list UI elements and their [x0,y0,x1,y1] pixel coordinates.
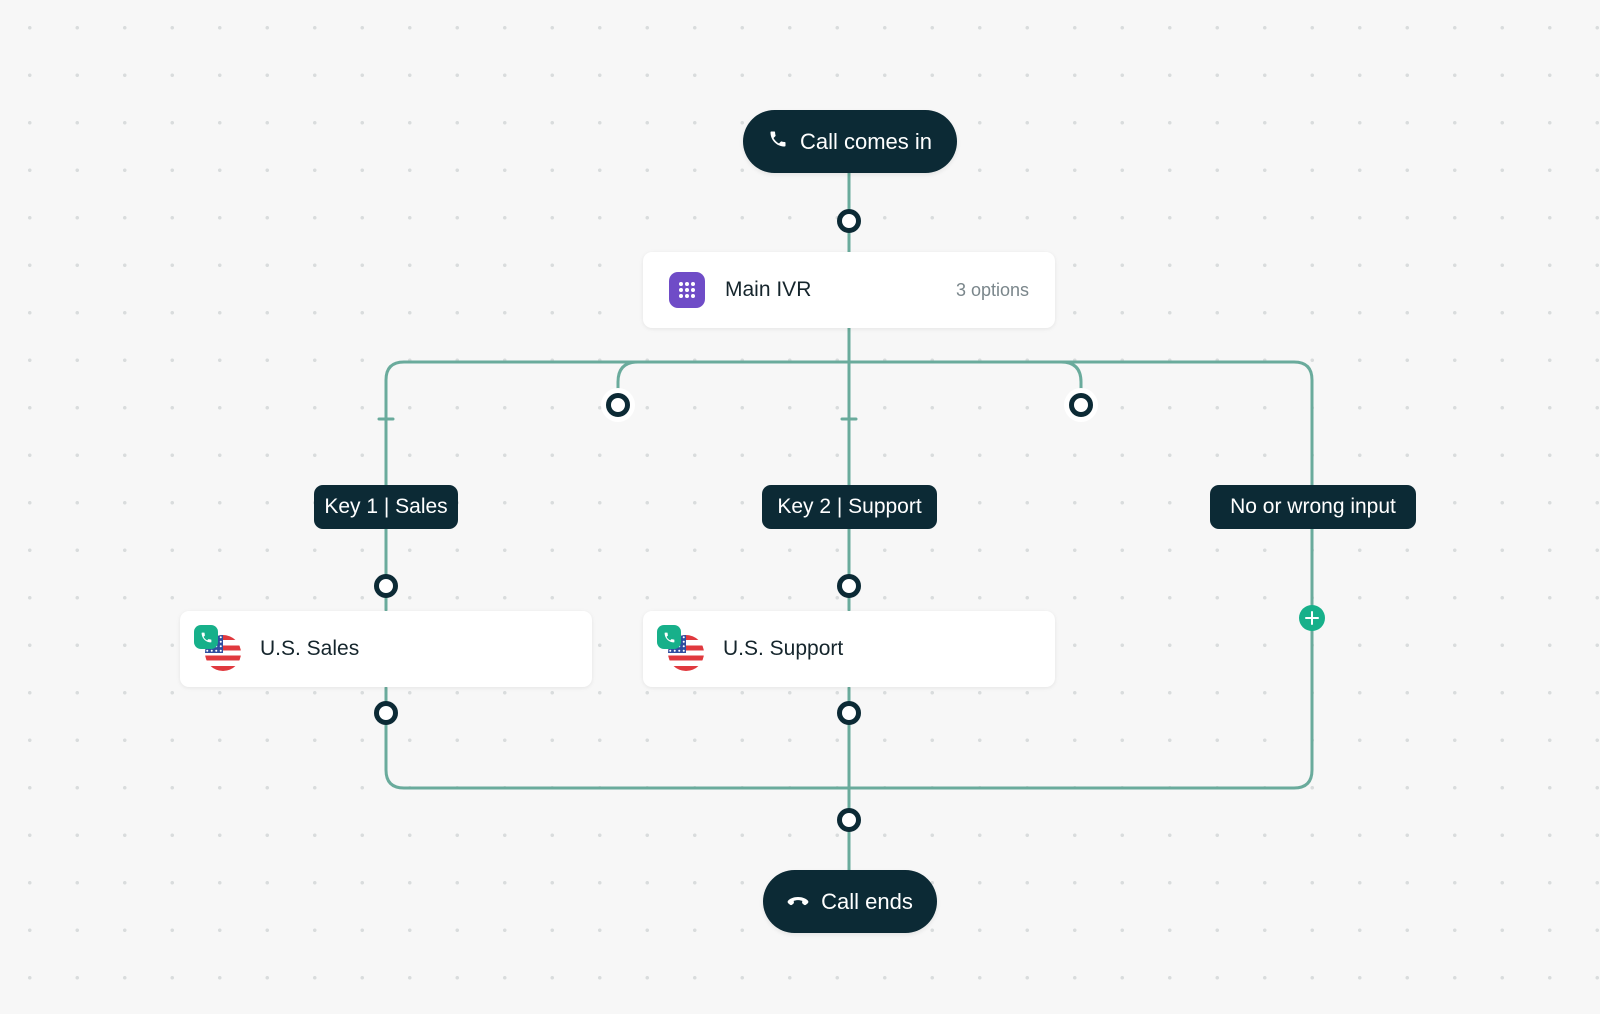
call-ends-node[interactable]: Call ends [763,870,937,933]
main-ivr-node[interactable]: Main IVR 3 options [643,252,1055,328]
connector-branch-left [384,360,1314,612]
branch-label-text: Key 2 | Support [777,495,922,518]
phone-badge-icon [657,625,681,649]
us-flag-icon [192,625,242,673]
hang-up-icon [787,889,809,915]
add-action-button[interactable] [1299,605,1325,631]
us-support-node[interactable]: U.S. Support [643,611,1055,687]
ivr-options-count: 3 options [955,279,1029,300]
us-support-title: U.S. Support [723,637,844,660]
call-comes-in-node[interactable]: Call comes in [743,110,957,173]
connection-handle[interactable] [374,574,398,598]
branch-label-key1-sales[interactable]: Key 1 | Sales [314,485,458,529]
connection-handle[interactable] [837,808,861,832]
connection-handle[interactable] [1069,393,1093,417]
phone-badge-icon [194,625,218,649]
plus-icon [1305,611,1319,625]
us-sales-title: U.S. Sales [260,637,360,660]
connection-handle[interactable] [606,393,630,417]
branch-label-text: No or wrong input [1230,495,1396,518]
call-ends-label: Call ends [821,888,913,914]
connection-handle[interactable] [837,574,861,598]
branch-label-no-input[interactable]: No or wrong input [1210,485,1416,529]
branch-label-text: Key 1 | Sales [324,495,448,518]
call-comes-in-label: Call comes in [799,128,933,154]
dialpad-icon [669,272,705,308]
main-ivr-title: Main IVR [725,278,812,301]
connection-handle[interactable] [374,701,398,725]
branch-label-key2-support[interactable]: Key 2 | Support [762,485,937,529]
connector-branch-inner-left [616,360,640,407]
us-flag-icon [655,625,705,673]
connection-handle[interactable] [837,701,861,725]
connector-branch-inner-right [1059,360,1083,407]
phone-icon [768,129,788,155]
us-sales-node[interactable]: U.S. Sales [180,611,592,687]
connection-handle[interactable] [837,209,861,233]
